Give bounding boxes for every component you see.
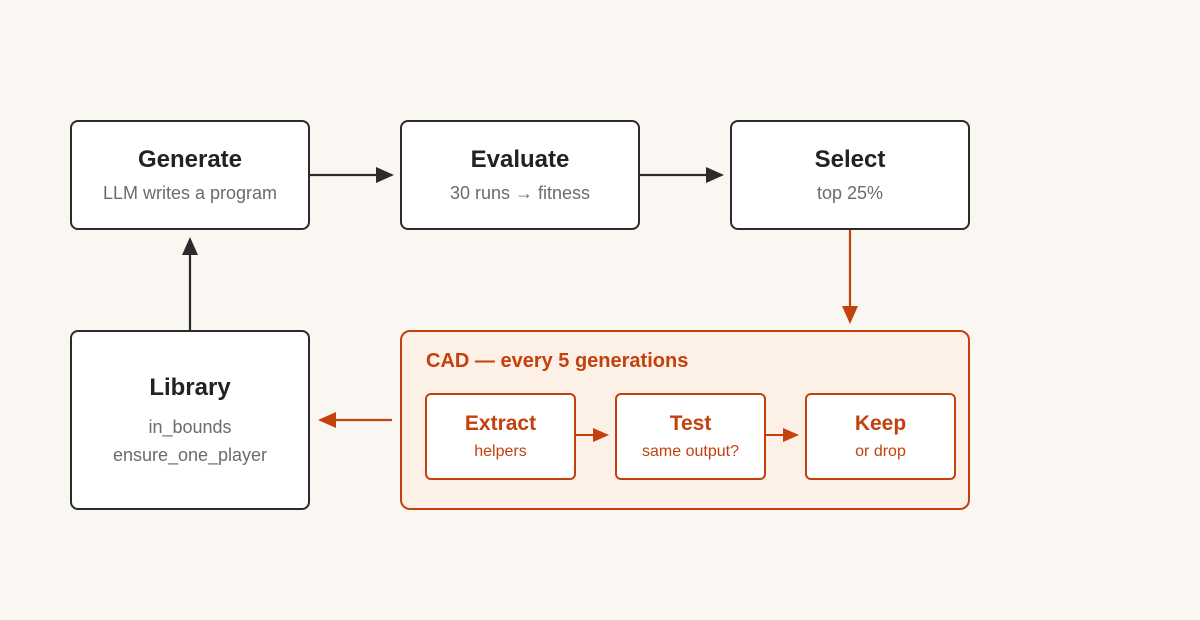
arrow-generate-to-evaluate: [310, 167, 394, 183]
library-title: Library: [149, 374, 231, 401]
cad-step-subtitle: same output?: [642, 442, 739, 460]
evaluate-box: Evaluate 30 runs → fitness: [400, 120, 640, 230]
arrow-evaluate-to-select: [640, 167, 724, 183]
library-item: ensure_one_player: [112, 445, 268, 465]
cad-step-subtitle: or drop: [855, 442, 906, 460]
cad-step-title: Extract: [464, 411, 537, 435]
cad-step-extract: Extract helpers: [425, 393, 576, 480]
evaluate-subtitle: 30 runs → fitness: [449, 183, 591, 203]
generate-subtitle: LLM writes a program: [102, 183, 278, 203]
cad-step-title: Test: [669, 411, 712, 435]
select-box: Select top 25%: [730, 120, 970, 230]
select-subtitle: top 25%: [816, 183, 884, 203]
cad-step-subtitle: helpers: [474, 442, 527, 460]
arrow-select-to-cad: [842, 230, 858, 324]
generate-title: Generate: [137, 146, 243, 173]
cad-step-keep: Keep or drop: [805, 393, 956, 480]
select-title: Select: [814, 146, 886, 173]
generate-box: Generate LLM writes a program: [70, 120, 310, 230]
library-box: Library in_bounds ensure_one_player: [70, 330, 310, 510]
cad-panel: CAD — every 5 generations Extract helper…: [400, 330, 970, 510]
library-item: in_bounds: [148, 417, 232, 437]
cad-step-test: Test same output?: [615, 393, 766, 480]
cad-title: CAD — every 5 generations: [426, 350, 689, 372]
cad-step-title: Keep: [854, 411, 907, 435]
arrow-library-to-generate: [182, 237, 198, 330]
evaluate-title: Evaluate: [470, 146, 570, 173]
arrow-cad-to-library: [318, 412, 392, 428]
